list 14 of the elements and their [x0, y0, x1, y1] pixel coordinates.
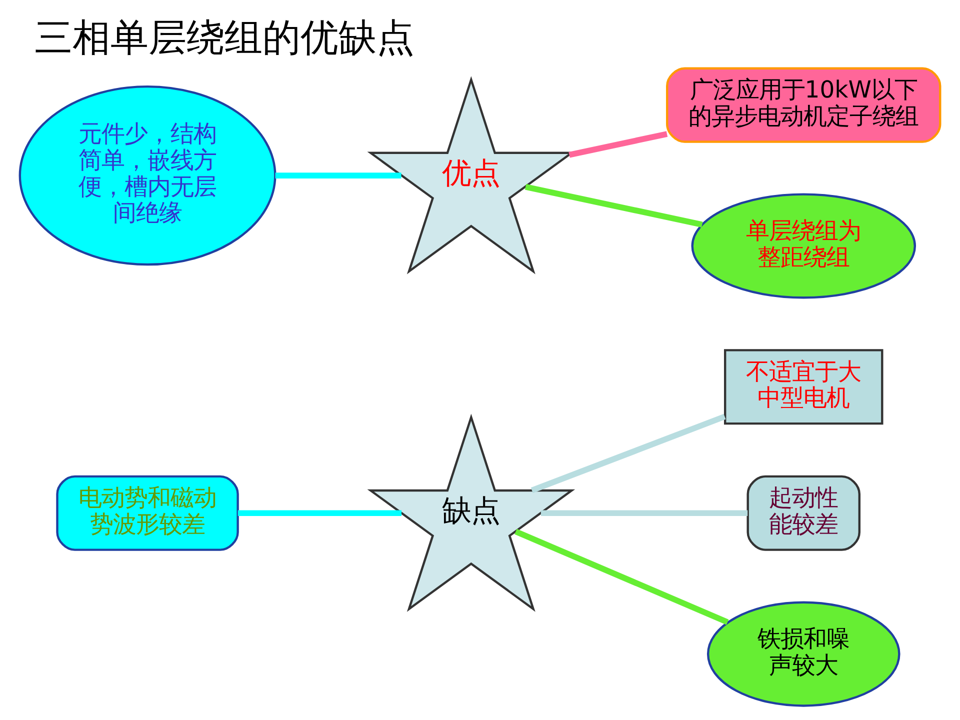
diagram-title: 三相单层绕组的优缺点	[34, 15, 415, 60]
node-ellipse: 单层绕组为整距绕组	[691, 193, 916, 299]
connector	[568, 131, 668, 158]
connector	[275, 172, 402, 178]
node-box: 电动势和磁动势波形较差	[56, 475, 239, 551]
node-ellipse: 元件少，结构简单，嵌线方便，槽内无层间绝缘	[18, 85, 276, 266]
node-ellipse: 铁损和噪声较大	[706, 601, 900, 707]
node-box: 广泛应用于10kW以下的异步电动机定子绕组	[666, 67, 942, 143]
connector	[540, 510, 748, 516]
connector	[238, 510, 402, 516]
connector	[530, 414, 726, 494]
node-box: 起动性能较差	[746, 475, 860, 551]
connector	[524, 184, 703, 228]
node-box: 不适宜于大中型电机	[724, 349, 884, 425]
